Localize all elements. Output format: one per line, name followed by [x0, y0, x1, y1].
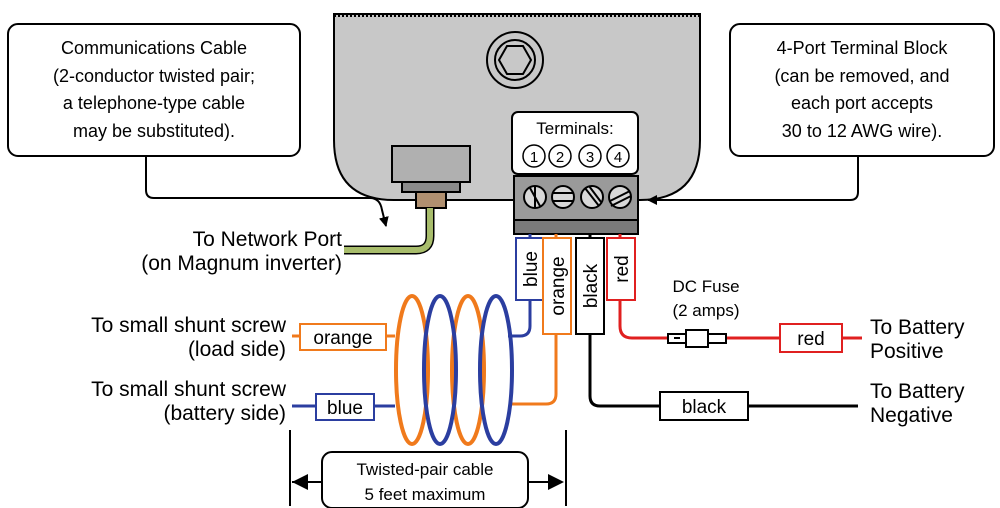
- dc-fuse-line-2: (2 amps): [672, 301, 739, 320]
- arrow-left-icon: [292, 474, 308, 490]
- battery-negative-line-1: To Battery: [870, 380, 965, 403]
- svg-text:black: black: [682, 397, 727, 418]
- dc-fuse-line-1: DC Fuse: [672, 277, 739, 296]
- shunt-load-line-1: To small shunt screw: [91, 314, 287, 337]
- twisted-pair-line-1: Twisted-pair cable: [356, 460, 493, 479]
- terminals-label: Terminals:: [536, 119, 613, 138]
- tag-red-positive: red: [779, 323, 843, 353]
- terminal-number-3: 3: [578, 144, 602, 168]
- mounting-screw-icon: [486, 31, 544, 89]
- svg-text:blue: blue: [521, 251, 542, 287]
- comm-cable-line-4: may be substituted).: [73, 121, 235, 141]
- tag-blue-vertical: blue: [515, 237, 545, 301]
- svg-text:orange: orange: [313, 328, 372, 349]
- svg-text:red: red: [612, 255, 633, 282]
- terminal-block-line-1: 4-Port Terminal Block: [777, 38, 949, 58]
- terminal-screw-icon: [580, 185, 604, 209]
- twisted-pair-coils: [292, 294, 514, 446]
- svg-text:4: 4: [614, 149, 622, 166]
- twisted-pair-line-2: 5 feet maximum: [365, 485, 486, 504]
- shunt-battery-line-1: To small shunt screw: [91, 378, 287, 401]
- terminals-label-box: Terminals: 1 2 3 4: [511, 111, 639, 175]
- terminal-number-1: 1: [522, 144, 546, 168]
- terminal-block-leader: [647, 156, 859, 205]
- terminal-block-line-4: 30 to 12 AWG wire).: [782, 121, 942, 141]
- tag-orange-load: orange: [299, 323, 387, 351]
- comm-cable-line-1: Communications Cable: [61, 38, 247, 58]
- terminal-number-2: 2: [548, 144, 572, 168]
- network-cable: [344, 208, 435, 255]
- terminal-block-line-2: (can be removed, and: [774, 66, 949, 86]
- network-port-line-1: To Network Port: [193, 228, 343, 251]
- comm-cable-line-2: (2-conductor twisted pair;: [53, 66, 255, 86]
- terminal-block-callout: 4-Port Terminal Block (can be removed, a…: [729, 23, 995, 157]
- battery-negative-line-2: Negative: [870, 404, 953, 427]
- dc-fuse-icon: [667, 329, 727, 348]
- battery-positive-line-2: Positive: [870, 340, 944, 363]
- svg-text:3: 3: [586, 149, 594, 166]
- comm-cable-line-3: a telephone-type cable: [63, 93, 245, 113]
- black-wire: [588, 234, 858, 408]
- terminal-screw-icon: [551, 185, 575, 209]
- dimension-indicator: Twisted-pair cable 5 feet maximum: [289, 430, 567, 508]
- terminal-number-4: 4: [606, 144, 630, 168]
- terminal-block: [513, 175, 639, 235]
- terminal-screw-icon: [608, 185, 632, 209]
- network-port-line-2: (on Magnum inverter): [141, 252, 342, 275]
- tag-black-vertical: black: [575, 237, 605, 335]
- orange-wire: [510, 234, 558, 406]
- blue-wire: [508, 234, 532, 338]
- terminal-screw-icon: [523, 185, 547, 209]
- comm-cable-leader: [145, 156, 389, 227]
- tag-blue-battery: blue: [315, 393, 375, 421]
- arrow-right-icon: [548, 474, 564, 490]
- network-connector: [391, 145, 471, 209]
- red-wire: [618, 234, 862, 340]
- svg-text:blue: blue: [327, 398, 363, 419]
- svg-text:black: black: [581, 263, 602, 308]
- terminal-block-line-3: each port accepts: [791, 93, 933, 113]
- shunt-battery-line-2: (battery side): [163, 402, 286, 425]
- svg-text:red: red: [797, 329, 824, 350]
- battery-positive-line-1: To Battery: [870, 316, 965, 339]
- svg-text:1: 1: [530, 149, 538, 166]
- tag-black-negative: black: [659, 391, 749, 421]
- svg-text:orange: orange: [548, 256, 569, 315]
- shunt-load-line-2: (load side): [188, 338, 286, 361]
- svg-text:2: 2: [556, 149, 564, 166]
- comm-cable-callout: Communications Cable (2-conductor twiste…: [7, 23, 301, 157]
- tag-orange-vertical: orange: [542, 237, 572, 335]
- tag-red-vertical: red: [606, 237, 636, 301]
